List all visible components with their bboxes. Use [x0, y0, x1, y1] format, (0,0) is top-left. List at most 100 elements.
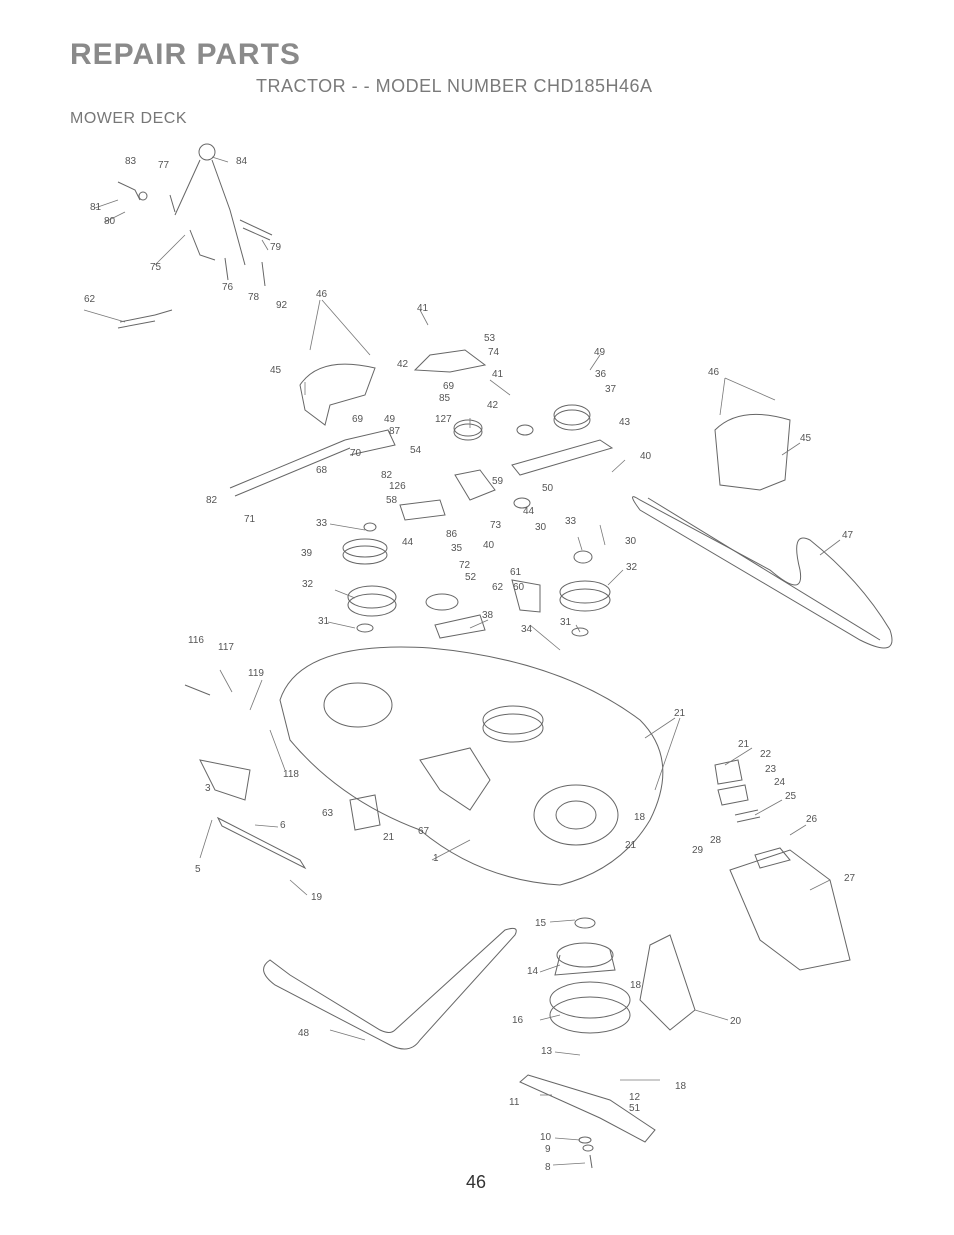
- callout-label: 37: [605, 384, 617, 395]
- callout-label: 85: [439, 393, 451, 404]
- callout-label: 8: [545, 1162, 551, 1173]
- callout-label: 73: [490, 520, 502, 531]
- callout-label: 27: [844, 873, 856, 884]
- lift-lever-assembly: [117, 143, 273, 287]
- belt-47: [632, 496, 893, 649]
- callout-label: 49: [594, 347, 606, 358]
- callout-label: 80: [104, 216, 116, 227]
- callout-label: 54: [410, 445, 422, 456]
- pulley-32-right: [559, 588, 611, 612]
- callout-label: 82: [206, 495, 218, 506]
- callout-label: 33: [316, 518, 328, 529]
- callout-label: 72: [459, 560, 471, 571]
- link-bracket-5: [216, 816, 307, 870]
- idler-arm-43: [511, 439, 614, 476]
- callout-label: 69: [443, 381, 455, 392]
- spring-62: [117, 309, 173, 329]
- callout-label: 59: [492, 476, 504, 487]
- callout-label: 22: [760, 749, 772, 760]
- callout-label: 13: [541, 1046, 553, 1057]
- callout-label: 84: [236, 156, 248, 167]
- callout-label: 31: [560, 617, 572, 628]
- deck-center-pulley: [482, 713, 544, 743]
- callout-label: 77: [158, 160, 170, 171]
- callout-label: 12: [629, 1092, 641, 1103]
- callout-label: 82: [381, 470, 393, 481]
- mower-deck-housing: [279, 646, 664, 886]
- callout-label: 5: [195, 864, 201, 875]
- callout-label: 70: [350, 448, 362, 459]
- callout-label: 38: [482, 610, 494, 621]
- pulley-37: [553, 409, 591, 431]
- callout-label: 15: [535, 918, 547, 929]
- callout-label: 23: [765, 764, 777, 775]
- callout-label: 40: [483, 540, 495, 551]
- belt-cover-left: [299, 363, 376, 426]
- callout-label: 87: [389, 426, 401, 437]
- callout-label: 46: [708, 367, 720, 378]
- callout-label: 20: [730, 1016, 742, 1027]
- callout-label: 25: [785, 791, 797, 802]
- callout-leaders: [83, 156, 841, 1166]
- callout-label: 79: [270, 242, 282, 253]
- mower-blade: [519, 1074, 656, 1143]
- callout-label: 75: [150, 262, 162, 273]
- pulley-127: [453, 423, 483, 441]
- belt-cover-right: [714, 413, 791, 491]
- callout-label: 86: [446, 529, 458, 540]
- callout-label: 32: [626, 562, 638, 573]
- callout-label: 78: [248, 292, 260, 303]
- page-title: REPAIR PARTS: [70, 38, 301, 71]
- callout-label: 21: [383, 832, 395, 843]
- callout-label: 71: [244, 514, 256, 525]
- callout-label: 21: [738, 739, 750, 750]
- callout-label: 26: [806, 814, 818, 825]
- callout-label: 9: [545, 1144, 551, 1155]
- callout-label: 42: [487, 400, 499, 411]
- callout-label: 45: [270, 365, 282, 376]
- callout-label: 29: [692, 845, 704, 856]
- callout-label: 61: [510, 567, 522, 578]
- model-subtitle: TRACTOR - - MODEL NUMBER CHD185H46A: [256, 76, 653, 96]
- callout-label: 50: [542, 483, 554, 494]
- callout-label: 41: [492, 369, 504, 380]
- callout-label: 28: [710, 835, 722, 846]
- callout-label: 10: [540, 1132, 552, 1143]
- callout-label: 40: [640, 451, 652, 462]
- callout-label: 42: [397, 359, 409, 370]
- callout-label: 11: [509, 1097, 520, 1108]
- callout-label: 117: [218, 642, 234, 653]
- callout-label: 68: [316, 465, 328, 476]
- callout-label: 3: [205, 783, 211, 794]
- callout-label: 43: [619, 417, 631, 428]
- callout-label: 21: [625, 840, 637, 851]
- callout-label: 46: [316, 289, 328, 300]
- callout-label: 118: [283, 769, 299, 780]
- callout-label: 116: [188, 635, 204, 646]
- callout-label: 83: [125, 156, 137, 167]
- callout-label: 24: [774, 777, 786, 788]
- callout-label: 18: [675, 1081, 687, 1092]
- callout-label: 6: [280, 820, 286, 831]
- callout-label: 30: [535, 522, 547, 533]
- callout-label: 126: [389, 481, 406, 492]
- callout-label: 62: [492, 582, 504, 593]
- callout-label: 81: [90, 202, 102, 213]
- callout-label: 44: [402, 537, 414, 548]
- spindle-14: [556, 942, 614, 968]
- callout-label: 41: [417, 303, 429, 314]
- callout-label: 19: [311, 892, 323, 903]
- callout-label: 35: [451, 543, 463, 554]
- callout-label: 62: [84, 294, 96, 305]
- callout-label: 74: [488, 347, 500, 358]
- section-heading: MOWER DECK: [70, 110, 187, 127]
- callout-numbers: 83 77 84 81 80 79 75 76 78 92 62 46 41 5…: [84, 156, 856, 1173]
- callout-label: 49: [384, 414, 396, 425]
- link-rod-68: [229, 439, 351, 497]
- pulley-39: [342, 545, 388, 565]
- callout-label: 69: [352, 414, 364, 425]
- callout-label: 14: [527, 966, 539, 977]
- callout-label: 92: [276, 300, 288, 311]
- belt-48: [263, 927, 517, 1050]
- callout-label: 63: [322, 808, 334, 819]
